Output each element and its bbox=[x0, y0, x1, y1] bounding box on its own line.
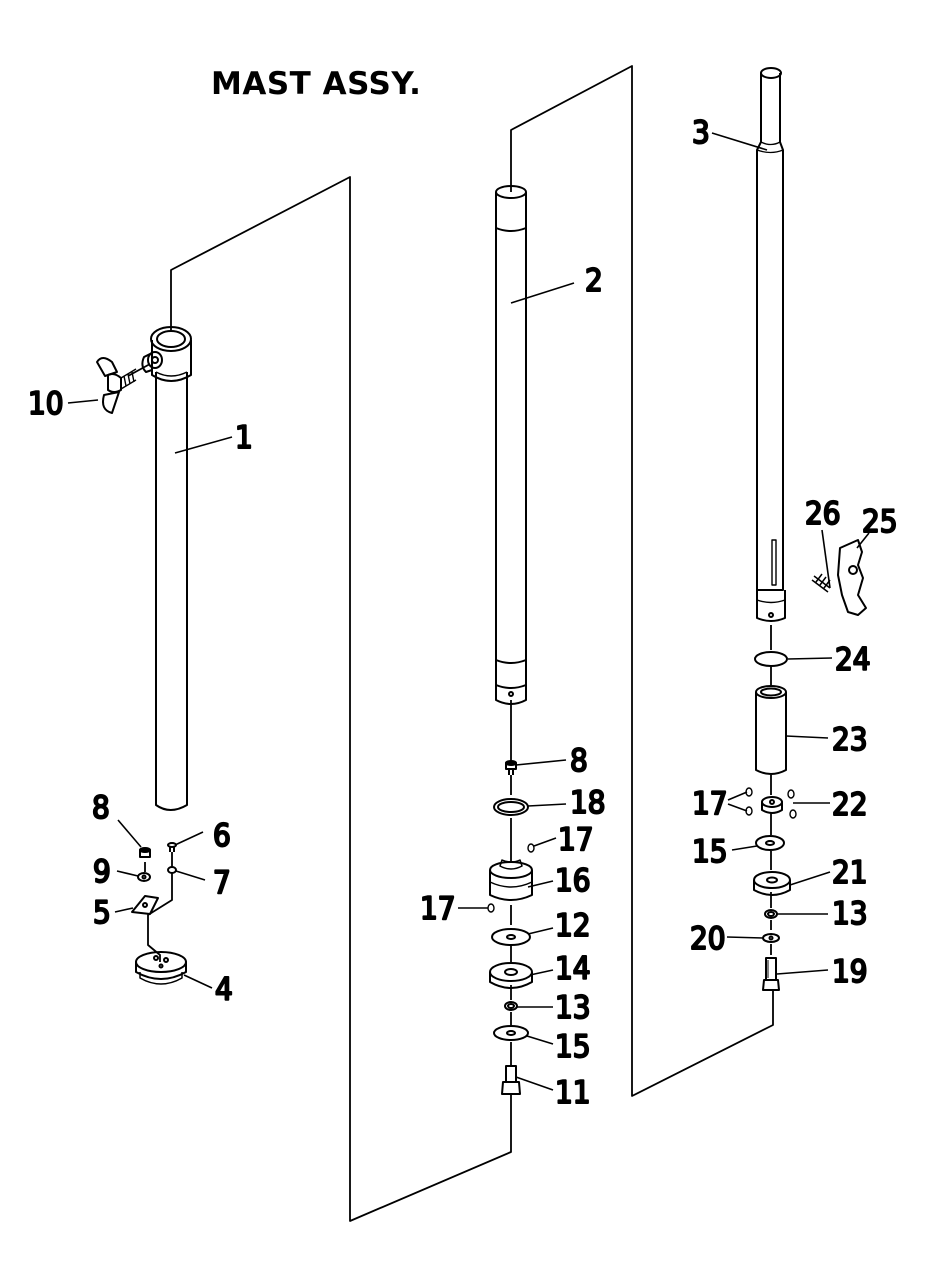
part-26-spring bbox=[811, 573, 831, 593]
part-15-washer-right bbox=[755, 835, 785, 851]
callout-17-right: 17 bbox=[692, 786, 727, 822]
callout-13-center: 13 bbox=[555, 990, 590, 1026]
callout-17-center-left: 17 bbox=[420, 891, 455, 927]
callout-19: 19 bbox=[832, 954, 867, 990]
part-8-screw-center bbox=[505, 760, 517, 775]
callout-26: 26 bbox=[805, 496, 840, 532]
callout-3: 3 bbox=[692, 115, 710, 151]
callout-10: 10 bbox=[28, 386, 63, 422]
part-13-nut-center bbox=[504, 1001, 518, 1011]
part-3-upper-mast bbox=[756, 67, 786, 622]
callout-20: 20 bbox=[690, 921, 725, 957]
callout-21: 21 bbox=[832, 855, 867, 891]
part-1-lower-mast bbox=[141, 326, 192, 811]
callout-12: 12 bbox=[555, 908, 590, 944]
callout-numbers: 1 2 3 4 5 6 7 8 8 9 10 11 12 13 13 14 15… bbox=[27, 114, 898, 1112]
callout-8-left: 8 bbox=[92, 790, 110, 826]
part-10-wing-bolt bbox=[96, 357, 137, 414]
part-15-washer-center bbox=[493, 1025, 529, 1041]
leader-lines bbox=[67, 132, 870, 1091]
part-21-base-cup bbox=[753, 871, 791, 896]
part-19-bolt bbox=[762, 957, 780, 991]
part-9-washer bbox=[137, 872, 151, 882]
part-8-screw-left bbox=[139, 847, 151, 858]
part-23-sleeve bbox=[755, 685, 787, 775]
callout-25: 25 bbox=[862, 504, 897, 540]
part-25-lock-plate bbox=[837, 539, 867, 616]
diagram-title: MAST ASSY. bbox=[211, 66, 422, 102]
part-7-washer bbox=[167, 866, 177, 874]
part-2-middle-mast bbox=[495, 185, 527, 705]
part-4-base bbox=[135, 951, 187, 985]
part-16-clamp-block bbox=[489, 859, 533, 901]
part-11-bolt bbox=[501, 1065, 521, 1095]
callout-13-right: 13 bbox=[832, 896, 867, 932]
callout-1: 1 bbox=[235, 420, 253, 456]
part-20-washer bbox=[762, 933, 780, 943]
callout-23: 23 bbox=[832, 722, 867, 758]
callout-8-center: 8 bbox=[570, 743, 588, 779]
callout-5: 5 bbox=[93, 895, 111, 931]
callout-7: 7 bbox=[213, 865, 231, 901]
part-13-nut-right bbox=[764, 909, 778, 919]
callout-14: 14 bbox=[555, 951, 590, 987]
set-screws-17-right bbox=[745, 787, 797, 819]
part-5-bracket bbox=[131, 895, 159, 915]
callout-11: 11 bbox=[555, 1075, 590, 1111]
callout-15-right: 15 bbox=[692, 834, 727, 870]
callout-16: 16 bbox=[555, 863, 590, 899]
part-22-collar bbox=[761, 796, 783, 814]
callout-24: 24 bbox=[835, 642, 870, 678]
part-12-washer bbox=[491, 928, 531, 946]
callout-22: 22 bbox=[832, 787, 867, 823]
assembly-link-lines bbox=[127, 65, 774, 1222]
part-14-base-cup bbox=[489, 962, 533, 989]
callout-15-center: 15 bbox=[555, 1029, 590, 1065]
callout-6: 6 bbox=[213, 818, 231, 854]
callout-18: 18 bbox=[570, 785, 605, 821]
part-18-o-ring bbox=[493, 798, 529, 816]
callout-17-center-top: 17 bbox=[558, 822, 593, 858]
callout-2: 2 bbox=[585, 263, 603, 299]
part-24-disk bbox=[754, 651, 788, 667]
callout-9: 9 bbox=[93, 854, 111, 890]
callout-4: 4 bbox=[215, 972, 233, 1008]
